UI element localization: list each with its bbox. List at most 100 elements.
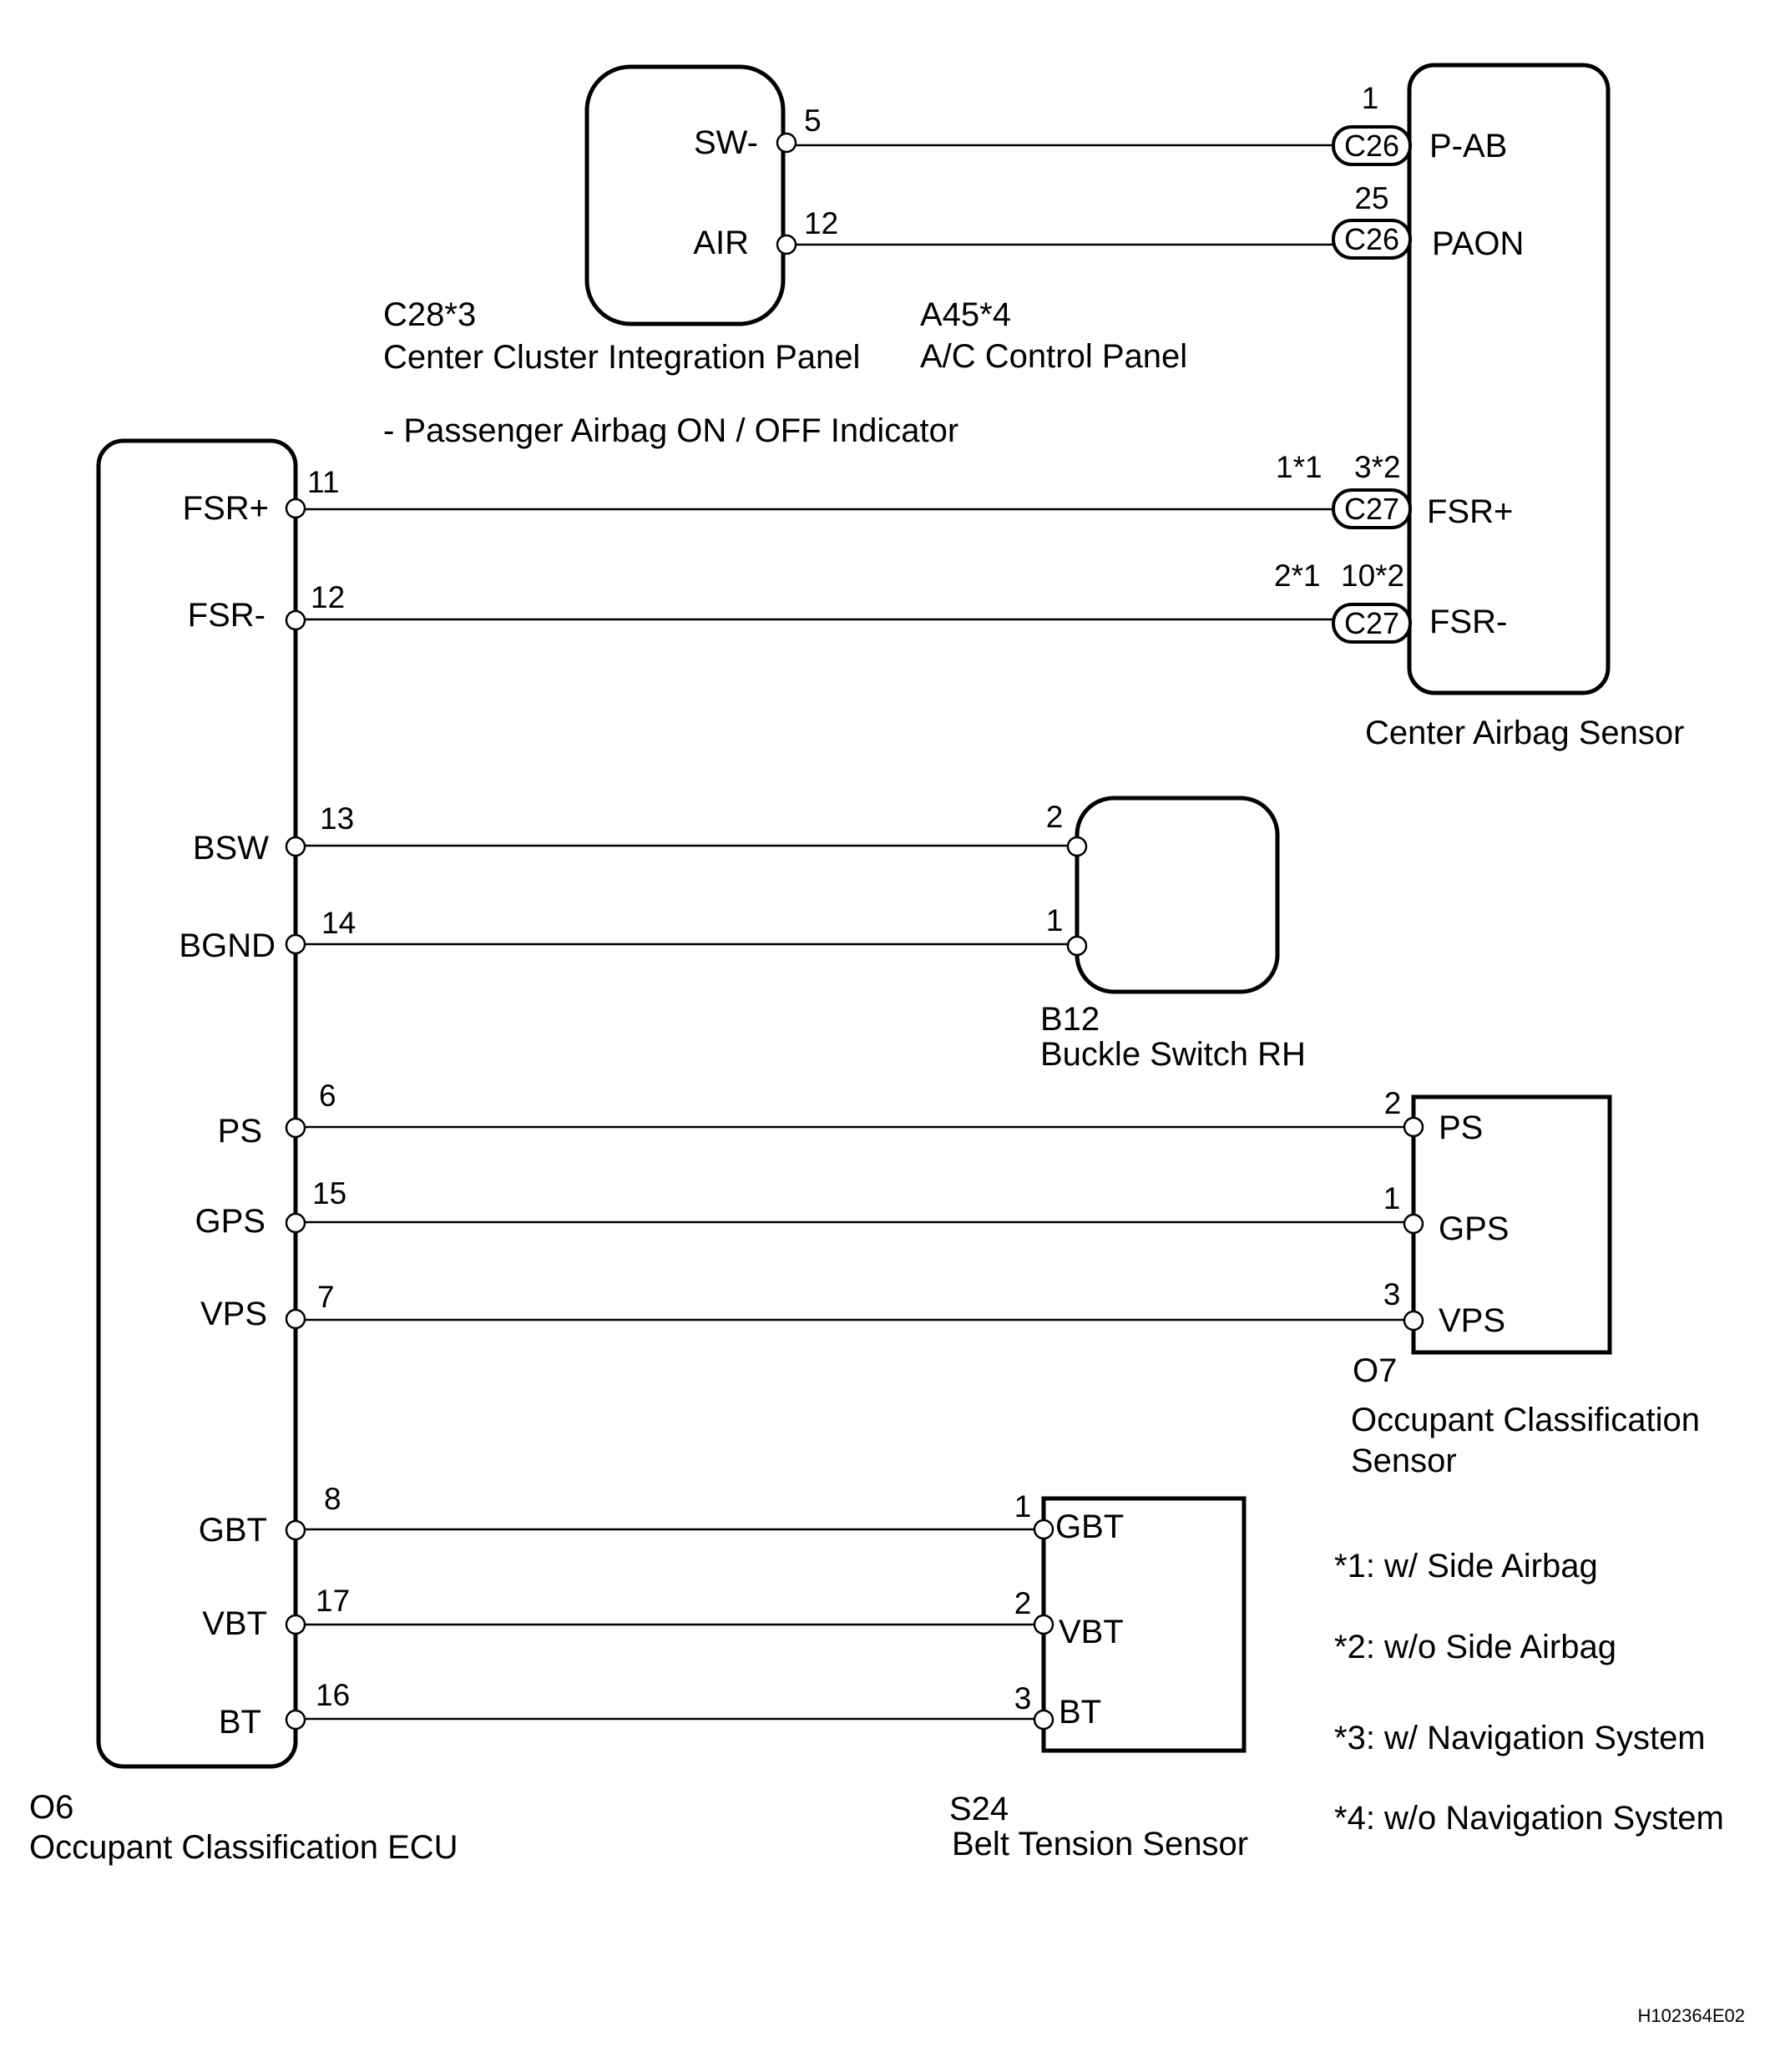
terminals xyxy=(285,132,1424,1731)
wires xyxy=(301,144,1407,1721)
center-cluster-panel: SW- AIR C28*3 Center Cluster Integration… xyxy=(383,64,958,449)
terminal-circle xyxy=(776,234,797,255)
cas-terminal-paon: PAON xyxy=(1432,225,1524,262)
connector-c27-fsr-plus: C27 xyxy=(1332,488,1412,529)
center-cluster-name: Center Cluster Integration Panel xyxy=(383,339,860,376)
bts-terminal-gbt: GBT xyxy=(1055,1509,1124,1545)
pin-number: 12 xyxy=(804,206,838,240)
terminal-circle xyxy=(1403,1310,1424,1332)
connector-label: C26 xyxy=(1344,129,1399,163)
connector-c26-p-ab: C26 xyxy=(1332,125,1412,166)
terminal-circle xyxy=(285,1308,306,1330)
pin-number: 1 xyxy=(1046,903,1064,937)
figure-id: H102364E02 xyxy=(1638,2005,1745,2026)
belt-tension-sensor-code: S24 xyxy=(949,1791,1009,1827)
bts-terminal-vbt: VBT xyxy=(1059,1614,1124,1650)
ecu-terminal-gbt: GBT xyxy=(199,1512,267,1549)
terminal-circle xyxy=(285,933,306,955)
connector-pill xyxy=(1332,603,1412,644)
pin-number: 3 xyxy=(1014,1681,1032,1716)
pin-number: 1 xyxy=(1383,1181,1401,1215)
pin-number: 3*2 xyxy=(1354,450,1401,484)
pin-number: 1 xyxy=(1362,81,1379,115)
ac-panel-name: A/C Control Panel xyxy=(920,338,1187,375)
cas-name: Center Airbag Sensor xyxy=(1365,715,1684,751)
connector-label: C27 xyxy=(1344,606,1399,640)
ecu-terminal-bsw: BSW xyxy=(193,830,269,867)
ecu-terminal-fsr-minus: FSR- xyxy=(188,597,266,634)
ocs-terminal-gps: GPS xyxy=(1439,1210,1509,1247)
terminal-circle xyxy=(1033,1614,1054,1635)
connector-label: C27 xyxy=(1344,492,1399,526)
occupant-ecu: FSR+ FSR- BSW BGND PS GPS VPS GBT VBT BT… xyxy=(29,438,458,1866)
pin-number: 1*1 xyxy=(1276,450,1322,484)
footnote-4: *4: w/o Navigation System xyxy=(1334,1800,1724,1837)
pin-number: 14 xyxy=(321,906,356,940)
connector-label: C26 xyxy=(1344,222,1399,256)
terminal-circle xyxy=(1033,1519,1054,1540)
occupant-sensor-name-1: Occupant Classification xyxy=(1351,1402,1700,1438)
terminal-circle xyxy=(1403,1116,1424,1138)
pin-numbers: 5 12 1 25 1*1 3*2 2*1 10*2 11 12 13 14 6… xyxy=(307,81,1404,1716)
terminal-circle xyxy=(285,836,306,857)
ocs-terminal-ps: PS xyxy=(1439,1109,1483,1146)
ecu-terminal-gps: GPS xyxy=(195,1203,266,1240)
pin-number: 11 xyxy=(307,465,339,499)
terminal-circle xyxy=(1403,1213,1424,1235)
center-cluster-subtitle: - Passenger Airbag ON / OFF Indicator xyxy=(383,412,958,449)
footnote-2: *2: w/o Side Airbag xyxy=(1334,1629,1616,1665)
ecu-terminal-bgnd: BGND xyxy=(179,927,276,964)
pin-number: 2 xyxy=(1046,800,1064,834)
terminal-circle xyxy=(1066,836,1088,857)
cas-terminal-fsr-plus: FSR+ xyxy=(1427,493,1513,530)
footnote-1: *1: w/ Side Airbag xyxy=(1334,1548,1598,1584)
occupant-sensor-code: O7 xyxy=(1353,1352,1397,1389)
occupant-ecu-name: Occupant Classification ECU xyxy=(29,1829,458,1866)
cas-terminal-fsr-minus: FSR- xyxy=(1429,604,1507,640)
ecu-terminal-fsr-plus: FSR+ xyxy=(183,490,269,527)
terminal-circle xyxy=(1066,935,1088,957)
belt-tension-sensor: GBT VBT BT S24 Belt Tension Sensor xyxy=(949,1496,1248,1862)
connector-c26-paon: C26 xyxy=(1332,219,1412,260)
ac-control-panel: A45*4 A/C Control Panel xyxy=(920,296,1187,375)
connector-pill xyxy=(1332,488,1412,529)
buckle-switch-name: Buckle Switch RH xyxy=(1040,1036,1306,1073)
center-cluster-terminal-air: AIR xyxy=(693,225,749,261)
buckle-switch: B12 Buckle Switch RH xyxy=(1040,796,1306,1073)
ac-panel-code: A45*4 xyxy=(920,296,1011,333)
center-airbag-sensor-box xyxy=(1407,63,1611,695)
belt-tension-sensor-name: Belt Tension Sensor xyxy=(952,1826,1248,1862)
pin-number: 6 xyxy=(319,1079,336,1113)
occupant-sensor: PS GPS VPS O7 Occupant Classification Se… xyxy=(1351,1094,1700,1479)
pin-number: 12 xyxy=(311,580,345,614)
pin-number: 16 xyxy=(316,1678,350,1712)
pin-number: 2*1 xyxy=(1274,558,1321,593)
center-airbag-sensor: P-AB PAON FSR+ FSR- Center Airbag Sensor xyxy=(1365,63,1684,751)
pin-number: 17 xyxy=(316,1584,350,1618)
ocs-terminal-vps: VPS xyxy=(1439,1302,1505,1339)
connector-c27-fsr-minus: C27 xyxy=(1332,603,1412,644)
ecu-terminal-vps: VPS xyxy=(200,1296,267,1332)
pin-number: 15 xyxy=(312,1176,346,1210)
occupant-sensor-name-2: Sensor xyxy=(1351,1443,1457,1479)
terminal-circle xyxy=(285,1212,306,1234)
ecu-terminal-ps: PS xyxy=(218,1113,262,1150)
terminal-circle xyxy=(1033,1709,1054,1731)
pin-number: 13 xyxy=(320,801,354,836)
cas-terminal-p-ab: P-AB xyxy=(1429,128,1507,164)
pin-number: 3 xyxy=(1383,1277,1401,1311)
center-cluster-box xyxy=(584,64,786,326)
footnote-3: *3: w/ Navigation System xyxy=(1334,1720,1706,1756)
terminal-circle xyxy=(285,498,306,519)
terminal-circle xyxy=(285,1614,306,1635)
connector-pill xyxy=(1332,125,1412,166)
pin-number: 2 xyxy=(1014,1586,1032,1620)
center-cluster-terminal-sw-minus: SW- xyxy=(694,124,758,161)
pin-number: 10*2 xyxy=(1341,558,1404,593)
pin-number: 7 xyxy=(317,1280,335,1314)
buckle-switch-box xyxy=(1075,796,1280,994)
pin-number: 25 xyxy=(1354,181,1388,215)
center-cluster-code: C28*3 xyxy=(383,296,476,333)
pin-number: 5 xyxy=(804,104,822,138)
